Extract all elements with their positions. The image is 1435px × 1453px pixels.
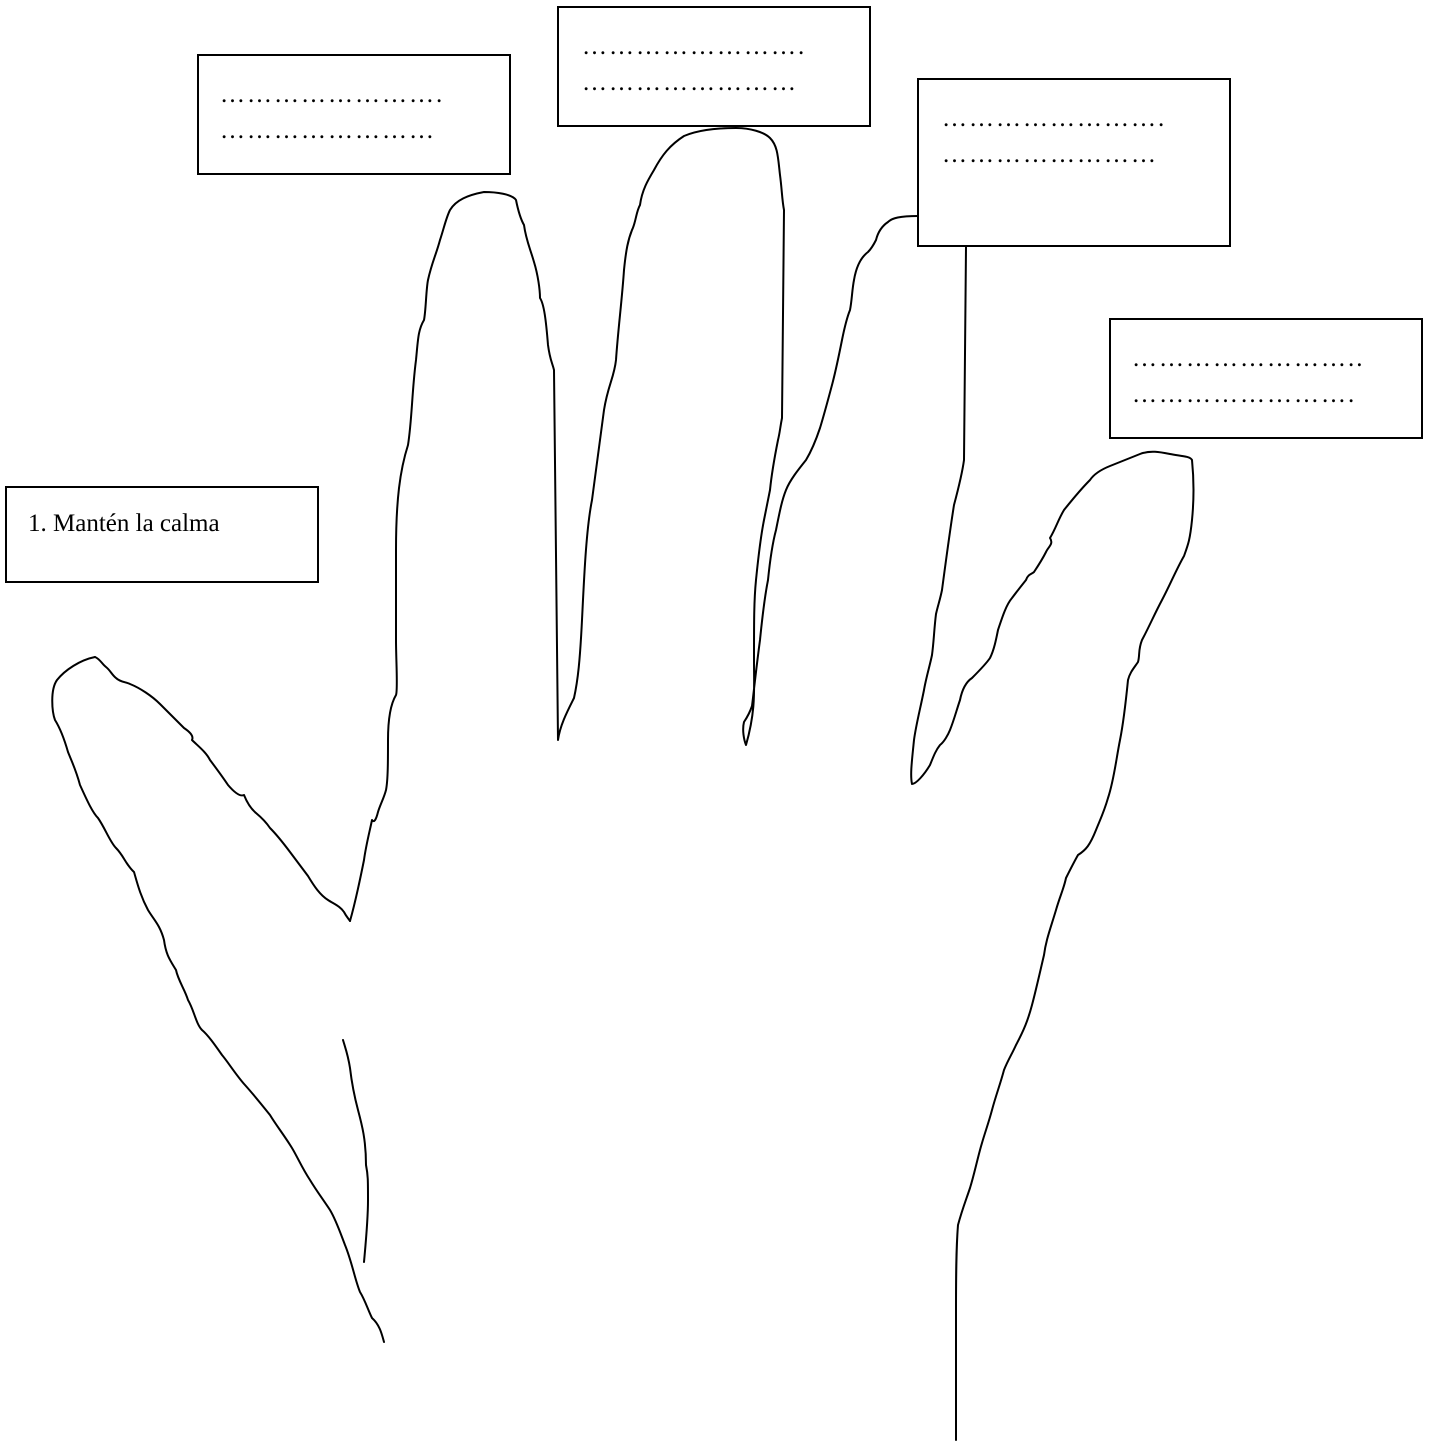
step-3-line-1[interactable]: ……………………. [582, 33, 807, 60]
thumb-inner-edge [94, 656, 351, 922]
step-1-line-1: 1. Mantén la calma [28, 510, 220, 537]
step-4-line-2[interactable]: …………………… [942, 141, 1158, 168]
step-5-line-2[interactable]: ……………………. [1132, 381, 1357, 408]
step-2-line-2[interactable]: …………………… [220, 117, 436, 144]
index-finger [349, 127, 919, 922]
step-4-line-1[interactable]: ……………………. [942, 105, 1167, 132]
step-3-line-2[interactable]: …………………… [582, 69, 798, 96]
step-2-line-1[interactable]: ……………………. [220, 81, 445, 108]
step-box-2[interactable]: ……………………. …………………… [197, 54, 511, 175]
step-box-5[interactable]: …………………….. ……………………. [1109, 318, 1423, 439]
thumb-outer-edge [51, 656, 385, 1343]
step-box-4[interactable]: ……………………. …………………… [917, 78, 1231, 247]
step-box-1: 1. Mantén la calma [5, 486, 319, 583]
step-5-line-1[interactable]: …………………….. [1132, 345, 1365, 372]
ring-pinky-finger [910, 246, 1195, 1441]
step-box-3[interactable]: ……………………. …………………… [557, 6, 871, 127]
palm-crease [342, 1039, 369, 1263]
